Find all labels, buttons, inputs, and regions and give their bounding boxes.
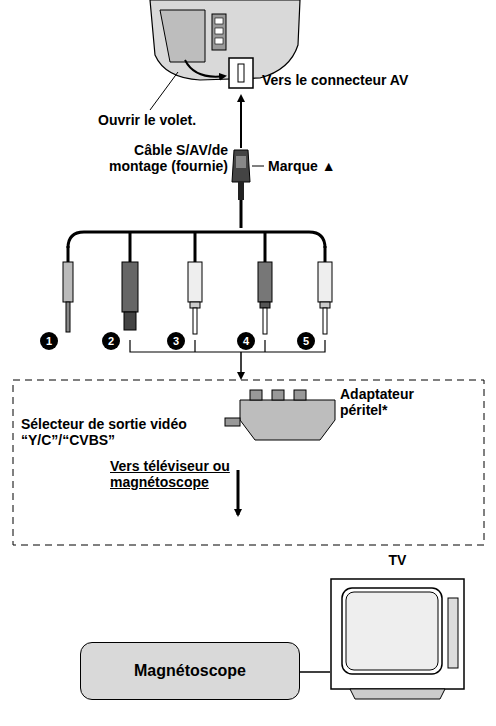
callout-number: 3: [167, 332, 185, 350]
callout-number: 4: [237, 332, 255, 350]
node-text: Vers téléviseur ou magnétoscope: [110, 458, 240, 490]
vcr-box: Magnétoscope: [80, 642, 300, 700]
cable-line: [300, 671, 330, 673]
dashed-region: Sélecteur de sortie vidéo “Y/C”/“CVBS” Ad…: [13, 380, 484, 545]
callout-number: 5: [297, 332, 315, 350]
plugs: [63, 262, 332, 334]
node-text: Adaptateur péritel*: [340, 386, 450, 418]
node-text: TV: [330, 552, 465, 568]
av-connector: [229, 58, 253, 88]
node-text: Magnétoscope: [134, 663, 246, 679]
node-text: Sélecteur de sortie vidéo “Y/C”/“CVBS”: [21, 416, 221, 448]
callout-number: 2: [102, 332, 120, 350]
part-label: Vers le connecteur AV: [262, 72, 408, 88]
tv-outline: [330, 578, 465, 700]
camcorder: [150, 0, 300, 80]
part-label: Marque ▲: [268, 158, 336, 174]
part-label: Ouvrir le volet.: [98, 112, 196, 128]
tv-set: TV: [330, 578, 465, 700]
callout-number: 1: [40, 332, 58, 350]
part-label: Câble S/AV/de montage (fournie): [90, 142, 228, 174]
scart-adapter: [225, 390, 335, 440]
